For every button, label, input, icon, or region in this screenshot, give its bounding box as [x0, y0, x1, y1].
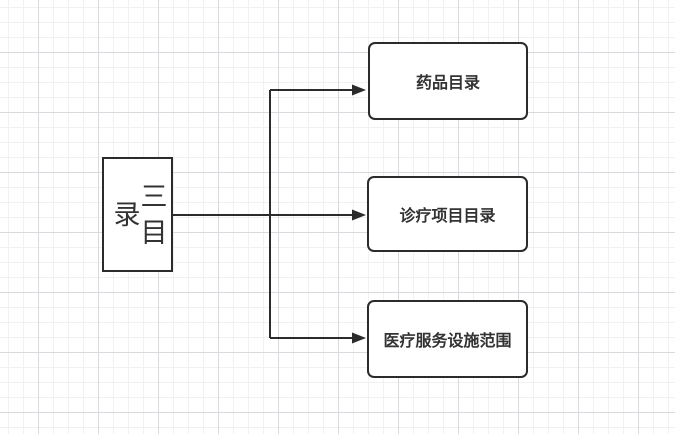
arrowhead-drug	[352, 84, 366, 96]
arrowhead-facility	[352, 332, 366, 344]
node-three-catalogs[interactable]: 三目录	[102, 157, 173, 272]
node-drug-catalog[interactable]: 药品目录	[368, 42, 528, 120]
node-drug-catalog-label: 药品目录	[415, 75, 480, 92]
node-three-catalogs-label: 三目录	[109, 181, 167, 254]
node-medical-service-facility-scope[interactable]: 医疗服务设施范围	[367, 300, 528, 378]
node-medical-service-facility-scope-label: 医疗服务设施范围	[383, 333, 512, 350]
arrowhead-treatment	[352, 209, 366, 221]
node-treatment-item-catalog-label: 诊疗项目目录	[399, 208, 496, 225]
node-treatment-item-catalog[interactable]: 诊疗项目目录	[367, 176, 528, 252]
